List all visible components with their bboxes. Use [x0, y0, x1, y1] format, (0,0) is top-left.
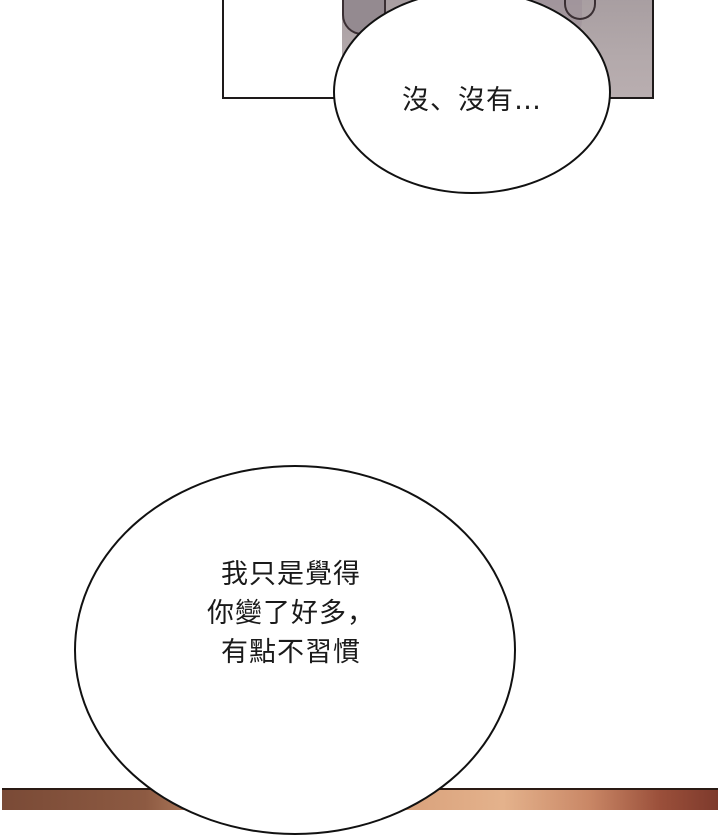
speech-line: 你變了好多，: [207, 598, 375, 629]
speech-bubble-bottom: 我只是覺得 你變了好多， 有點不習慣: [74, 465, 516, 835]
speech-line: 我只是覺得: [221, 559, 361, 590]
speech-text: 我只是覺得 你變了好多， 有點不習慣: [207, 555, 375, 672]
speech-text: 沒、沒有…: [402, 84, 542, 116]
speech-line: 有點不習慣: [221, 637, 361, 668]
speech-bubble-top: 沒、沒有…: [333, 0, 611, 194]
